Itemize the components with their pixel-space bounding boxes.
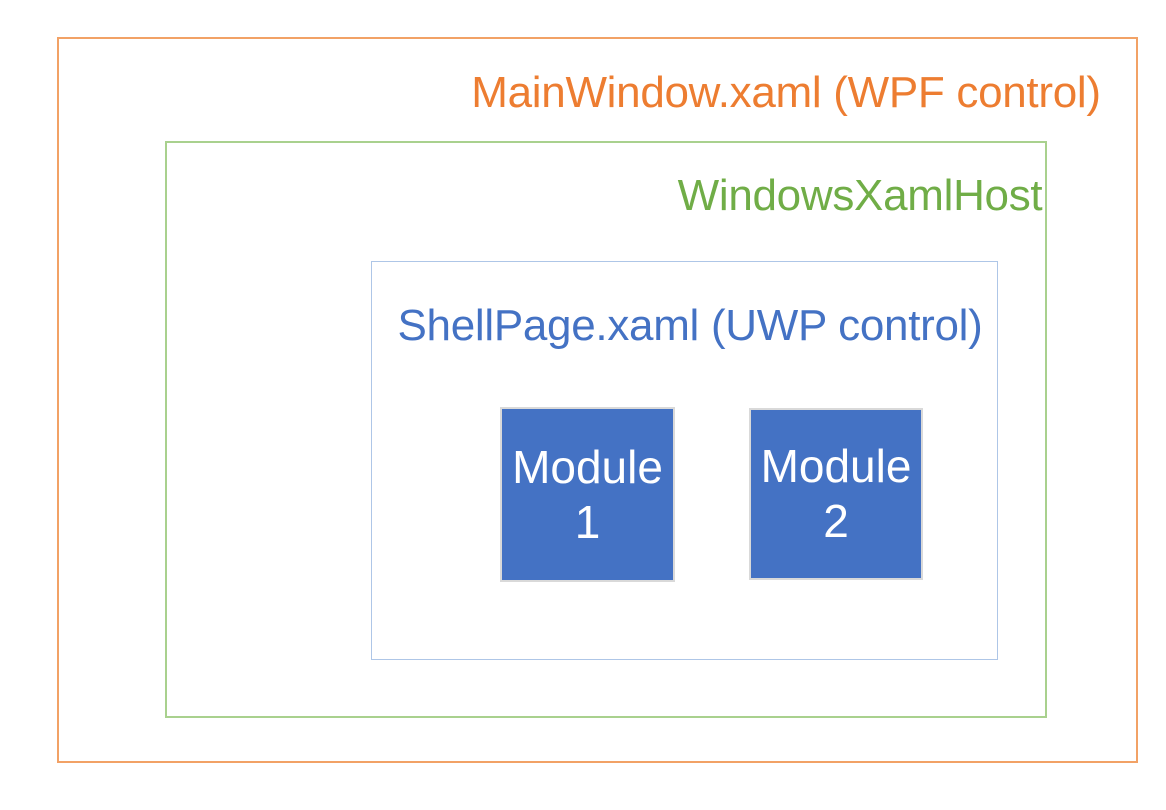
module-2-box: Module 2 xyxy=(749,408,923,580)
module-2-label-line1: Module xyxy=(760,440,912,492)
module-1-box: Module 1 xyxy=(500,407,675,582)
module-1-label-line1: Module xyxy=(512,440,663,493)
shell-page-label: ShellPage.xaml (UWP control) xyxy=(397,300,983,350)
module-1-label-line2: 1 xyxy=(574,495,601,548)
main-window-box: MainWindow.xaml (WPF control) WindowsXam… xyxy=(57,37,1138,763)
main-window-label: MainWindow.xaml (WPF control) xyxy=(471,67,1101,117)
shell-page-box: ShellPage.xaml (UWP control) Module 1 Mo… xyxy=(371,261,998,660)
module-2-label-line2: 2 xyxy=(823,495,849,547)
windows-xaml-host-label: WindowsXamlHost xyxy=(677,170,1043,220)
windows-xaml-host-box: WindowsXamlHost ShellPage.xaml (UWP cont… xyxy=(165,141,1047,718)
